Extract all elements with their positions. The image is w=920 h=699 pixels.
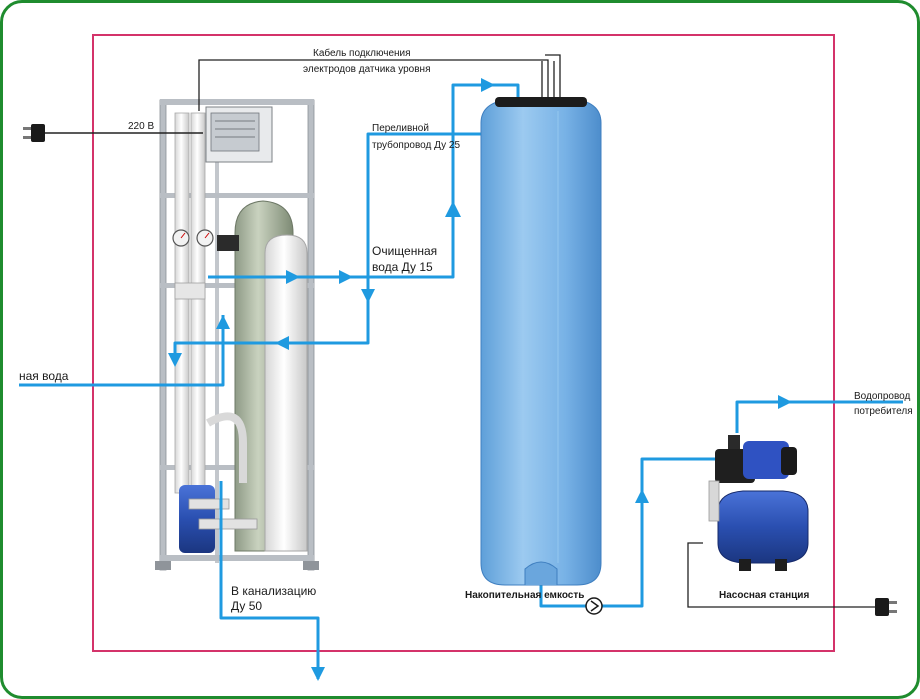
inlet-label: ная вода xyxy=(19,369,69,383)
drain-label-line2: Ду 50 xyxy=(231,599,262,613)
check-valve-icon xyxy=(585,597,603,615)
purified-label-line2: вода Ду 15 xyxy=(372,260,433,274)
tank-label: Накопительная емкость xyxy=(465,590,584,601)
overflow-label-line2: трубопровод Ду 25 xyxy=(372,139,460,151)
purified-water-pipe xyxy=(208,83,520,279)
purified-label-line1: Очищенная xyxy=(372,244,437,258)
water-treatment-diagram: Кабель подключения электродов датчика ур… xyxy=(19,34,913,681)
drain-pipe xyxy=(219,481,320,679)
softener-column xyxy=(264,234,308,552)
inlet-pipe xyxy=(19,315,225,387)
cable-label-line1: Кабель подключения xyxy=(313,47,411,59)
pump-label: Насосная станция xyxy=(719,590,809,601)
power-plug-right-icon xyxy=(875,598,897,616)
overflow-pipe xyxy=(366,132,481,295)
pump-station xyxy=(708,435,809,571)
flow-arrows xyxy=(168,78,792,681)
tank-outlet-pipe xyxy=(539,457,715,608)
reverse-osmosis-unit xyxy=(155,99,319,571)
cable-label-line2: электродов датчика уровня xyxy=(303,64,431,75)
overflow-label-line1: Переливной xyxy=(372,123,429,134)
storage-tank xyxy=(480,97,602,586)
level-sensor-cable xyxy=(198,54,561,111)
drain-label-line1: В канализацию xyxy=(231,584,316,598)
pump-power-cable xyxy=(687,542,875,608)
consumer-pipe xyxy=(735,400,903,433)
consumer-label-line1: Водопровод xyxy=(854,391,910,402)
power-plug-icon xyxy=(23,124,45,142)
installation-boundary xyxy=(92,34,835,652)
power-label: 220 В xyxy=(128,121,154,132)
consumer-label-line2: потребителя xyxy=(854,405,913,417)
